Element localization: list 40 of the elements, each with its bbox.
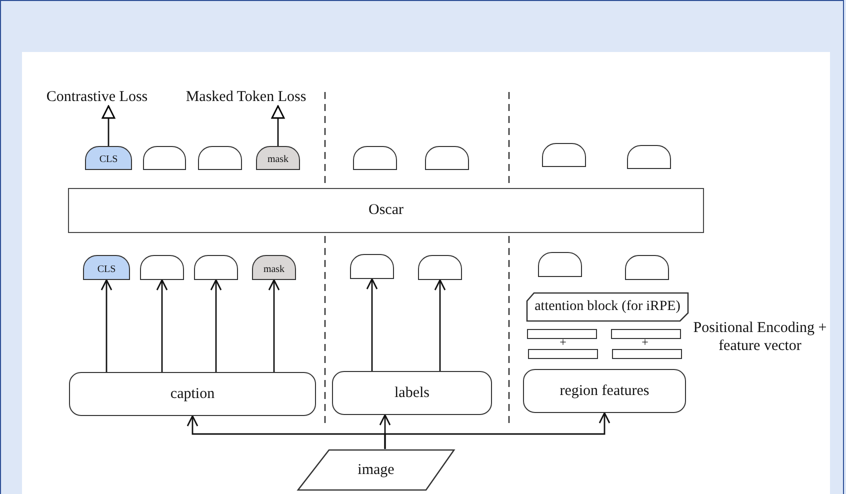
- token: [425, 146, 469, 170]
- vector-bar: [611, 329, 681, 339]
- token: mask: [256, 146, 300, 170]
- model-block: Oscar: [68, 188, 704, 233]
- arrow: [384, 412, 610, 449]
- token: mask: [252, 255, 296, 280]
- arrow: [156, 279, 168, 372]
- arrow: [434, 279, 446, 371]
- arrow: [366, 278, 378, 371]
- vector-bar: [612, 349, 682, 359]
- vector-bar: [528, 349, 598, 359]
- token: [418, 255, 462, 280]
- token: [542, 143, 586, 167]
- token: [625, 255, 669, 280]
- arrow: [100, 279, 112, 372]
- plus-sign: +: [558, 335, 568, 349]
- hollow-arrow: [102, 105, 116, 146]
- plus-sign: +: [640, 335, 650, 349]
- token: [350, 254, 394, 279]
- hollow-arrow: [271, 105, 285, 146]
- token: [143, 146, 186, 170]
- side-note: Positional Encoding + feature vector: [692, 319, 828, 355]
- token: CLS: [83, 255, 130, 280]
- loss-label: Masked Token Loss: [178, 88, 314, 106]
- input-box: region features: [523, 369, 686, 413]
- token: [194, 255, 238, 280]
- attention-block: attention block (for iRPE): [526, 292, 689, 322]
- token: [627, 145, 671, 169]
- arrow: [268, 279, 280, 372]
- token: [140, 255, 184, 280]
- token: [538, 252, 582, 277]
- arrow: [210, 279, 222, 372]
- loss-label: Contrastive Loss: [40, 88, 154, 106]
- input-box: caption: [69, 372, 316, 416]
- token: [198, 146, 242, 170]
- token: CLS: [85, 146, 132, 170]
- image-parallelogram: image: [297, 449, 455, 491]
- token: [353, 146, 397, 170]
- input-box: labels: [332, 371, 492, 415]
- vector-bar: [527, 329, 597, 339]
